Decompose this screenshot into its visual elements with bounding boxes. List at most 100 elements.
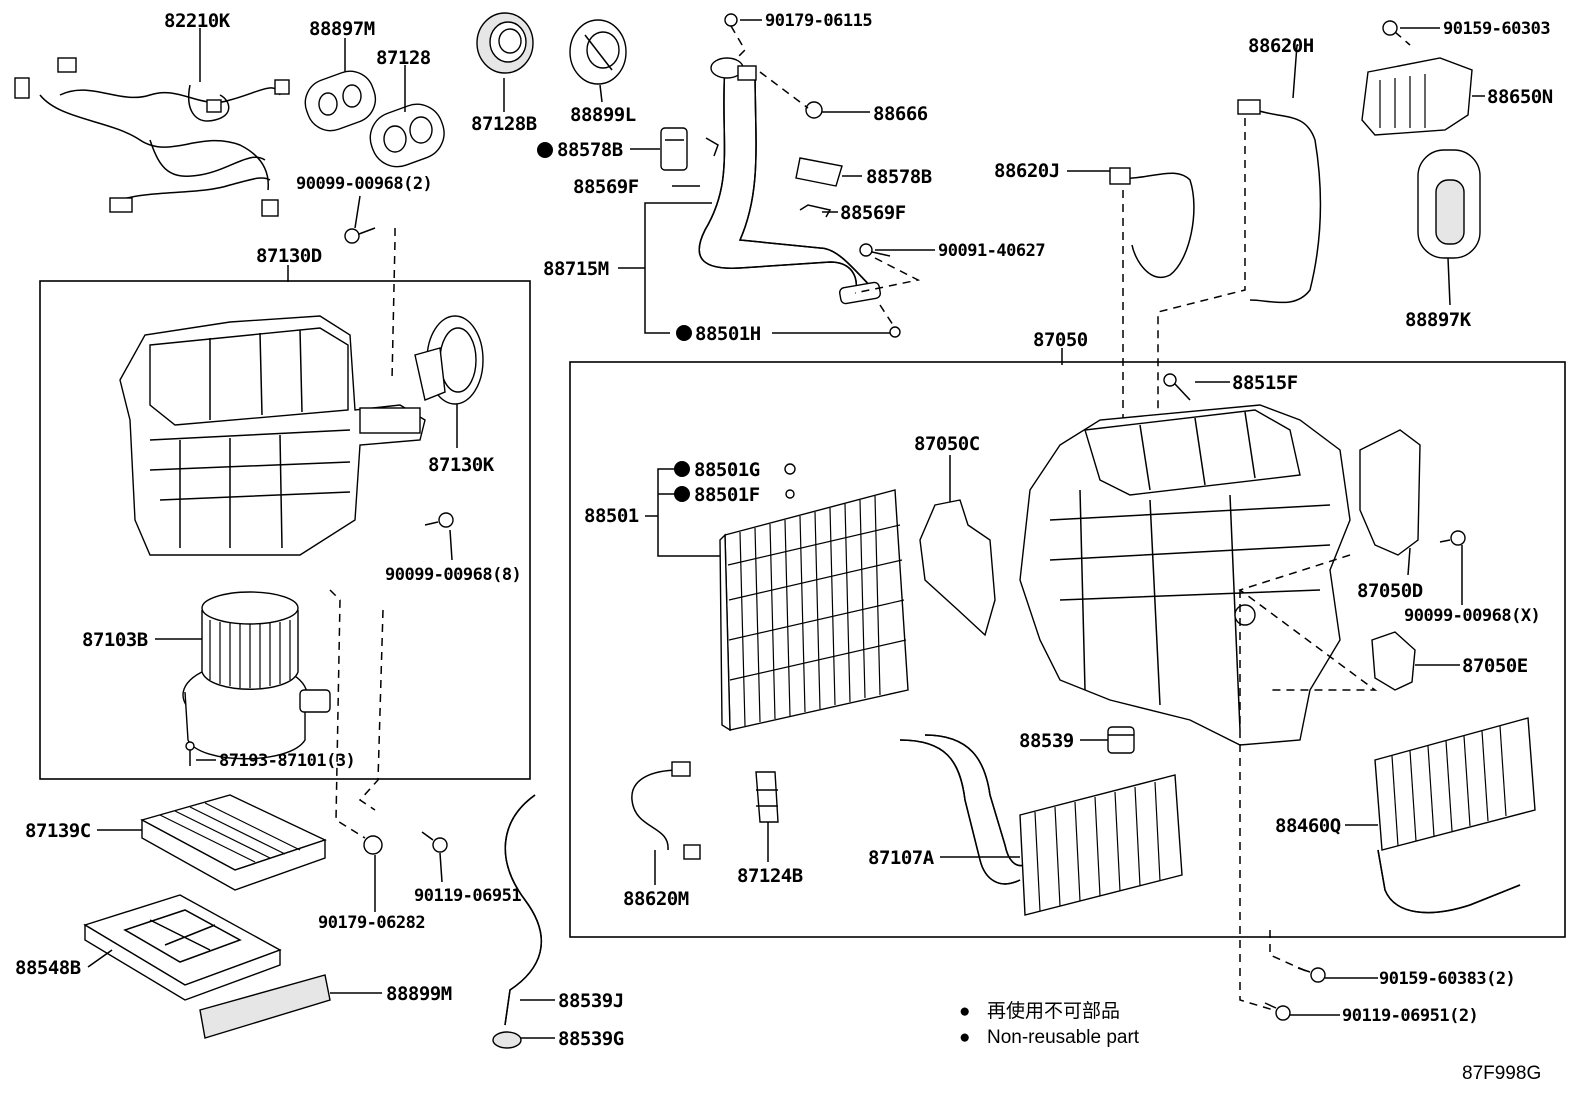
label-90099-00968-8: 90099-00968(8) — [385, 565, 521, 585]
bolt-90091-40627[interactable] — [859, 243, 891, 257]
label-90091-40627: 90091-40627 — [938, 241, 1045, 261]
label-90119-06951: 90119-06951 — [414, 886, 521, 906]
legend-marker-en: ● — [959, 1027, 970, 1048]
grommet-87128[interactable] — [363, 97, 451, 174]
label-90099-00968-2: 90099-00968(2) — [296, 174, 432, 194]
heater-core-87107a[interactable] — [899, 734, 1183, 916]
label-87128: 87128 — [376, 47, 431, 69]
label-87107a: 87107A — [868, 847, 935, 869]
label-88501: 88501 — [584, 505, 639, 527]
label-88620h: 88620H — [1248, 35, 1314, 57]
legend-marker-jp: ● — [959, 1001, 970, 1022]
sensor-wire-88620m[interactable] — [631, 761, 701, 860]
label-88578b-a: 88578B — [557, 139, 623, 161]
sensor-wire-88620h[interactable] — [1237, 99, 1322, 304]
amplifier-88650n[interactable] — [1361, 57, 1473, 136]
label-88897k: 88897K — [1405, 309, 1472, 331]
label-88460q: 88460Q — [1275, 815, 1341, 837]
label-87139c: 87139C — [25, 820, 91, 842]
label-88569f-b: 88569F — [840, 202, 906, 224]
seal-87128b[interactable] — [476, 12, 534, 74]
label-88578b-b: 88578B — [866, 166, 932, 188]
grommet-88897k[interactable] — [1417, 149, 1481, 259]
plate-88899m[interactable] — [199, 974, 331, 1039]
oring-88501g[interactable] — [784, 463, 796, 475]
label-87193-87101-3: 87193-87101(3) — [219, 751, 355, 771]
leader-lines — [87, 19, 1485, 1039]
label-88539: 88539 — [1019, 730, 1074, 752]
screw-87193-87101[interactable] — [185, 741, 195, 766]
label-87128b: 87128B — [471, 113, 537, 135]
servo-87050c[interactable] — [919, 499, 996, 637]
label-87124b: 87124B — [737, 865, 803, 887]
label-88620m: 88620M — [623, 888, 689, 910]
screw-90099-00968-x[interactable] — [1439, 530, 1466, 546]
oring-88501h[interactable] — [889, 326, 901, 338]
evaporator-88501[interactable] — [719, 489, 909, 732]
cooler-pipe-88715m[interactable] — [698, 57, 881, 305]
label-87103b: 87103B — [82, 629, 148, 651]
servo-87050e[interactable] — [1371, 631, 1416, 691]
bolt-90119-06951[interactable] — [421, 831, 448, 853]
screw-90099-00968-8[interactable] — [424, 512, 454, 528]
unit-housing-87050[interactable] — [1019, 404, 1351, 746]
filter-case-88548b[interactable] — [83, 894, 282, 1001]
heater-unit-box — [569, 361, 1566, 938]
part-labels: 82210K 88897M 87128 87128B 88899L 90179-… — [15, 10, 1553, 1050]
label-88899m: 88899M — [386, 983, 452, 1005]
heater-core-88460q[interactable] — [1374, 717, 1536, 914]
wire-harness-82210k[interactable] — [14, 57, 290, 217]
label-87050d: 87050D — [1357, 580, 1423, 602]
label-88897m: 88897M — [309, 18, 375, 40]
label-90179-06282: 90179-06282 — [318, 913, 425, 933]
valve-88539[interactable] — [1107, 726, 1135, 754]
label-90159-60303: 90159-60303 — [1443, 19, 1550, 39]
seal-88899l[interactable] — [569, 19, 627, 85]
label-90099-00968-x: 90099-00968(X) — [1404, 606, 1540, 626]
non-reusable-marker — [674, 486, 690, 502]
label-88501h: 88501H — [695, 323, 761, 345]
label-87050c: 87050C — [914, 433, 980, 455]
air-filter-87139c[interactable] — [140, 794, 327, 891]
label-88501f: 88501F — [694, 484, 760, 506]
packing-88578b-b[interactable] — [795, 157, 843, 187]
screw-90099-00968-2[interactable] — [344, 227, 376, 244]
screw-90159-60383[interactable] — [1297, 967, 1326, 983]
label-88515f: 88515F — [1232, 372, 1298, 394]
grommet-88897m[interactable] — [299, 65, 383, 138]
blower-case-87130d[interactable] — [119, 315, 426, 556]
bolt-90179-06115[interactable] — [724, 13, 738, 27]
clamp-87124b[interactable] — [755, 771, 779, 823]
blower-motor-87103b[interactable] — [182, 591, 331, 760]
label-88548b: 88548B — [15, 957, 81, 979]
packing-88578b-a[interactable] — [660, 127, 688, 171]
clip-88569f-b[interactable] — [799, 204, 832, 218]
screw-90159-60303[interactable] — [1382, 20, 1398, 36]
oring-88501f[interactable] — [785, 489, 795, 499]
legend: ● 再使用不可部品 ● Non-reusable part — [959, 1000, 1140, 1048]
blower-assembly-box — [39, 280, 531, 780]
label-87130k: 87130K — [428, 454, 495, 476]
label-88501g: 88501G — [694, 459, 760, 481]
label-87050: 87050 — [1033, 329, 1088, 351]
screw-90119-06951-2[interactable] — [1264, 1002, 1291, 1021]
non-reusable-marker — [537, 142, 553, 158]
grommet-88539g[interactable] — [492, 1031, 522, 1049]
bolt-90179-06282[interactable] — [363, 835, 383, 855]
servo-87050d[interactable] — [1359, 429, 1421, 556]
clip-88569f-a[interactable] — [705, 137, 719, 157]
servo-87130k[interactable] — [414, 315, 484, 405]
non-reusable-marker — [674, 461, 690, 477]
non-reusable-marker — [676, 325, 692, 341]
label-88539g: 88539G — [558, 1028, 624, 1050]
drain-hose-88539j[interactable] — [504, 794, 543, 1026]
label-90179-06115: 90179-06115 — [765, 11, 872, 31]
nut-88666[interactable] — [805, 101, 823, 119]
label-87050e: 87050E — [1462, 655, 1528, 677]
sensor-wire-88620j[interactable] — [1109, 167, 1195, 278]
label-90119-06951-2: 90119-06951(2) — [1342, 1006, 1478, 1026]
label-88666: 88666 — [873, 103, 928, 125]
screw-88515f[interactable] — [1163, 373, 1191, 401]
